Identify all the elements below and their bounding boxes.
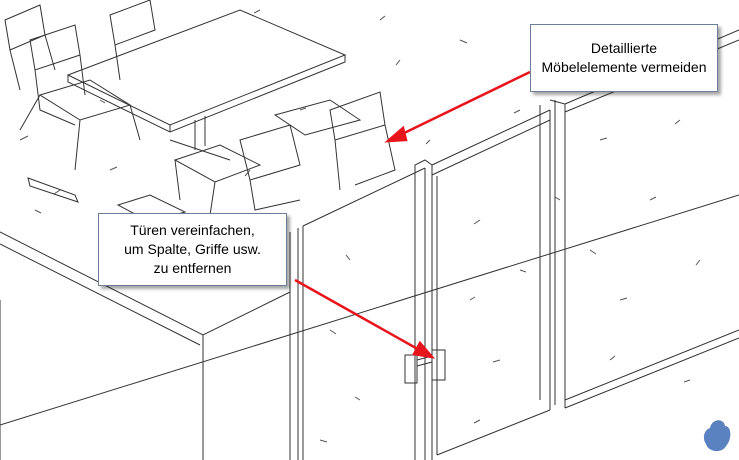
arrowhead-furniture	[384, 125, 408, 143]
arrowhead-doors	[412, 340, 436, 359]
callout-line: Detaillierte	[590, 40, 658, 56]
arrow-furniture	[397, 70, 531, 138]
glass-partition	[289, 29, 739, 460]
arrow-doors	[294, 278, 424, 354]
callout-furniture: Detaillierte Möbelelemente vermeiden	[530, 24, 718, 92]
callout-line: zu entfernen	[153, 260, 232, 276]
door-handles	[404, 349, 446, 384]
floor-hatch	[19, 9, 701, 443]
callout-line: um Spalte, Griffe usw.	[124, 241, 261, 257]
logo-icon	[703, 420, 731, 452]
table	[66, 9, 347, 161]
callout-doors: Türen vereinfachen, um Spalte, Griffe us…	[98, 213, 287, 286]
callout-line: Möbelelemente vermeiden	[541, 59, 707, 75]
callout-arrows	[294, 70, 531, 359]
wall-block	[0, 231, 291, 460]
section-line	[0, 194, 739, 426]
callout-line: Türen vereinfachen,	[130, 222, 255, 238]
chairs	[4, 0, 396, 223]
